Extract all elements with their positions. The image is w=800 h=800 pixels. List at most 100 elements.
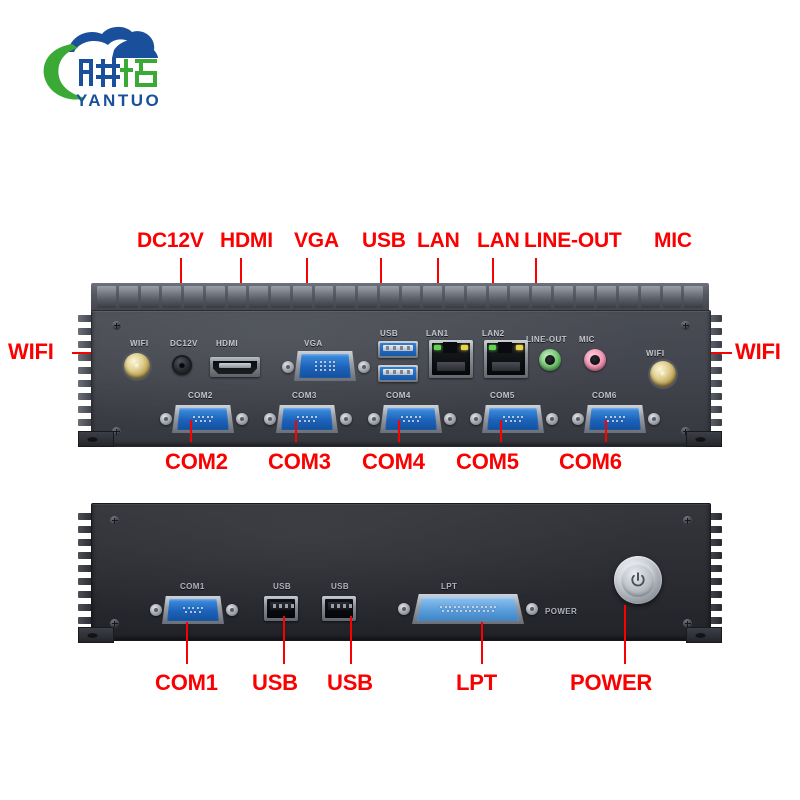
com3-screw-post: [340, 413, 352, 425]
power-icon: [631, 572, 645, 587]
lpt-db25-port[interactable]: [412, 594, 524, 624]
callout-lan2: LAN: [477, 229, 520, 252]
leader-com3: [295, 420, 297, 442]
leader-com1: [186, 622, 188, 664]
chassis-screw: [681, 321, 690, 330]
silk-com1: COM1: [180, 582, 205, 591]
logo-artwork: YANTUO: [43, 26, 161, 110]
leader-com2: [190, 420, 192, 442]
callout-usb-rear: USB: [362, 229, 406, 252]
logo-char-yan: [79, 58, 120, 87]
chassis-screw: [110, 516, 119, 525]
com2-screw-post: [160, 413, 172, 425]
wifi-antenna-connector-right[interactable]: [650, 361, 676, 387]
silk-line-out: LINE-OUT: [526, 335, 567, 344]
chassis-screw: [681, 427, 690, 436]
silk-lan2: LAN2: [482, 329, 505, 338]
chassis-screw: [110, 619, 119, 628]
com1-db9-port[interactable]: [162, 596, 224, 624]
silk-mic: MIC: [579, 335, 595, 344]
mounting-bracket-right-front: [686, 627, 722, 643]
callout-com4: COM4: [362, 449, 425, 474]
logo-char-tuo: [120, 59, 157, 87]
usb3-port-bottom[interactable]: [378, 365, 418, 382]
com5-screw-post: [546, 413, 558, 425]
callout-com2: COM2: [165, 449, 228, 474]
com2-db9-port[interactable]: [172, 405, 234, 433]
leader-com5: [500, 420, 502, 442]
logo-arc-shape: [43, 44, 86, 100]
com2-screw-post: [236, 413, 248, 425]
com6-db9-port[interactable]: [584, 405, 646, 433]
callout-mic: MIC: [654, 229, 692, 252]
hdmi-port[interactable]: [210, 357, 260, 377]
silk-com5: COM5: [490, 391, 515, 400]
callout-vga: VGA: [294, 229, 339, 252]
silk-power: POWER: [545, 607, 578, 616]
logo-wordmark: YANTUO: [76, 91, 161, 110]
chassis-screw: [112, 321, 121, 330]
leader-lpt: [481, 622, 483, 664]
callout-lpt: LPT: [456, 670, 497, 695]
heatsink-fins-left: [78, 315, 94, 426]
leader-com4: [398, 420, 400, 442]
silk-com6: COM6: [592, 391, 617, 400]
com5-db9-port[interactable]: [482, 405, 544, 433]
vga-screw-post: [282, 361, 294, 373]
rear-io-panel: WIFI DC12V HDMI VGA USB LAN1 LAN2 LINE-O…: [78, 283, 722, 448]
silk-com3: COM3: [292, 391, 317, 400]
leader-usb-left: [283, 616, 285, 664]
mic-audio-jack[interactable]: [584, 349, 606, 371]
mounting-bracket-left-front: [78, 627, 114, 643]
callout-dc12v: DC12V: [137, 229, 204, 252]
heatsink-fins-right: [706, 315, 722, 426]
front-io-panel: COM1 USB USB LPT POWER: [78, 495, 722, 650]
silk-wifi-right: WIFI: [646, 349, 665, 358]
silk-com4: COM4: [386, 391, 411, 400]
callout-com5: COM5: [456, 449, 519, 474]
mounting-bracket-right: [686, 431, 722, 447]
usb2-port-left[interactable]: [264, 596, 298, 621]
brand-logo: YANTUO: [28, 18, 178, 113]
wifi-antenna-connector-left[interactable]: [124, 353, 150, 379]
leader-usb-right: [350, 616, 352, 664]
silk-lpt: LPT: [441, 582, 458, 591]
silk-vga: VGA: [304, 339, 323, 348]
lan2-rj45-port[interactable]: [484, 340, 528, 378]
com1-screw-post: [150, 604, 162, 616]
leader-power: [624, 605, 626, 664]
silk-wifi-left: WIFI: [130, 339, 149, 348]
front-panel-face: COM1 USB USB LPT POWER: [91, 503, 711, 641]
callout-com6: COM6: [559, 449, 622, 474]
usb2-port-right[interactable]: [322, 596, 356, 621]
heatsink-fins-left-front: [78, 513, 94, 624]
com3-db9-port[interactable]: [276, 405, 338, 433]
com6-screw-post: [648, 413, 660, 425]
lan1-rj45-port[interactable]: [429, 340, 473, 378]
leader-com6: [605, 420, 607, 442]
mounting-bracket-left: [78, 431, 114, 447]
dc12v-power-jack[interactable]: [172, 355, 192, 375]
rear-panel-face: WIFI DC12V HDMI VGA USB LAN1 LAN2 LINE-O…: [91, 310, 711, 447]
com3-screw-post: [264, 413, 276, 425]
line-out-audio-jack[interactable]: [539, 349, 561, 371]
logo-cloud-hill: [112, 39, 158, 58]
silk-hdmi: HDMI: [216, 339, 239, 348]
com6-screw-post: [572, 413, 584, 425]
power-button-inner: [621, 563, 655, 597]
power-button[interactable]: [614, 556, 662, 604]
usb3-port-top[interactable]: [378, 341, 418, 358]
silk-usb-rear: USB: [380, 329, 399, 338]
callout-wifi-left: WIFI: [8, 339, 54, 364]
callout-power: POWER: [570, 670, 653, 695]
vga-screw-post: [358, 361, 370, 373]
logo-cloud-shape: [68, 26, 155, 52]
com4-screw-post: [368, 413, 380, 425]
silk-dc12v: DC12V: [170, 339, 198, 348]
vga-port[interactable]: [294, 351, 356, 381]
callout-usb-front-left: USB: [252, 670, 298, 695]
chassis-screw: [683, 516, 692, 525]
com1-screw-post: [226, 604, 238, 616]
com4-db9-port[interactable]: [380, 405, 442, 433]
callout-lan1: LAN: [417, 229, 460, 252]
